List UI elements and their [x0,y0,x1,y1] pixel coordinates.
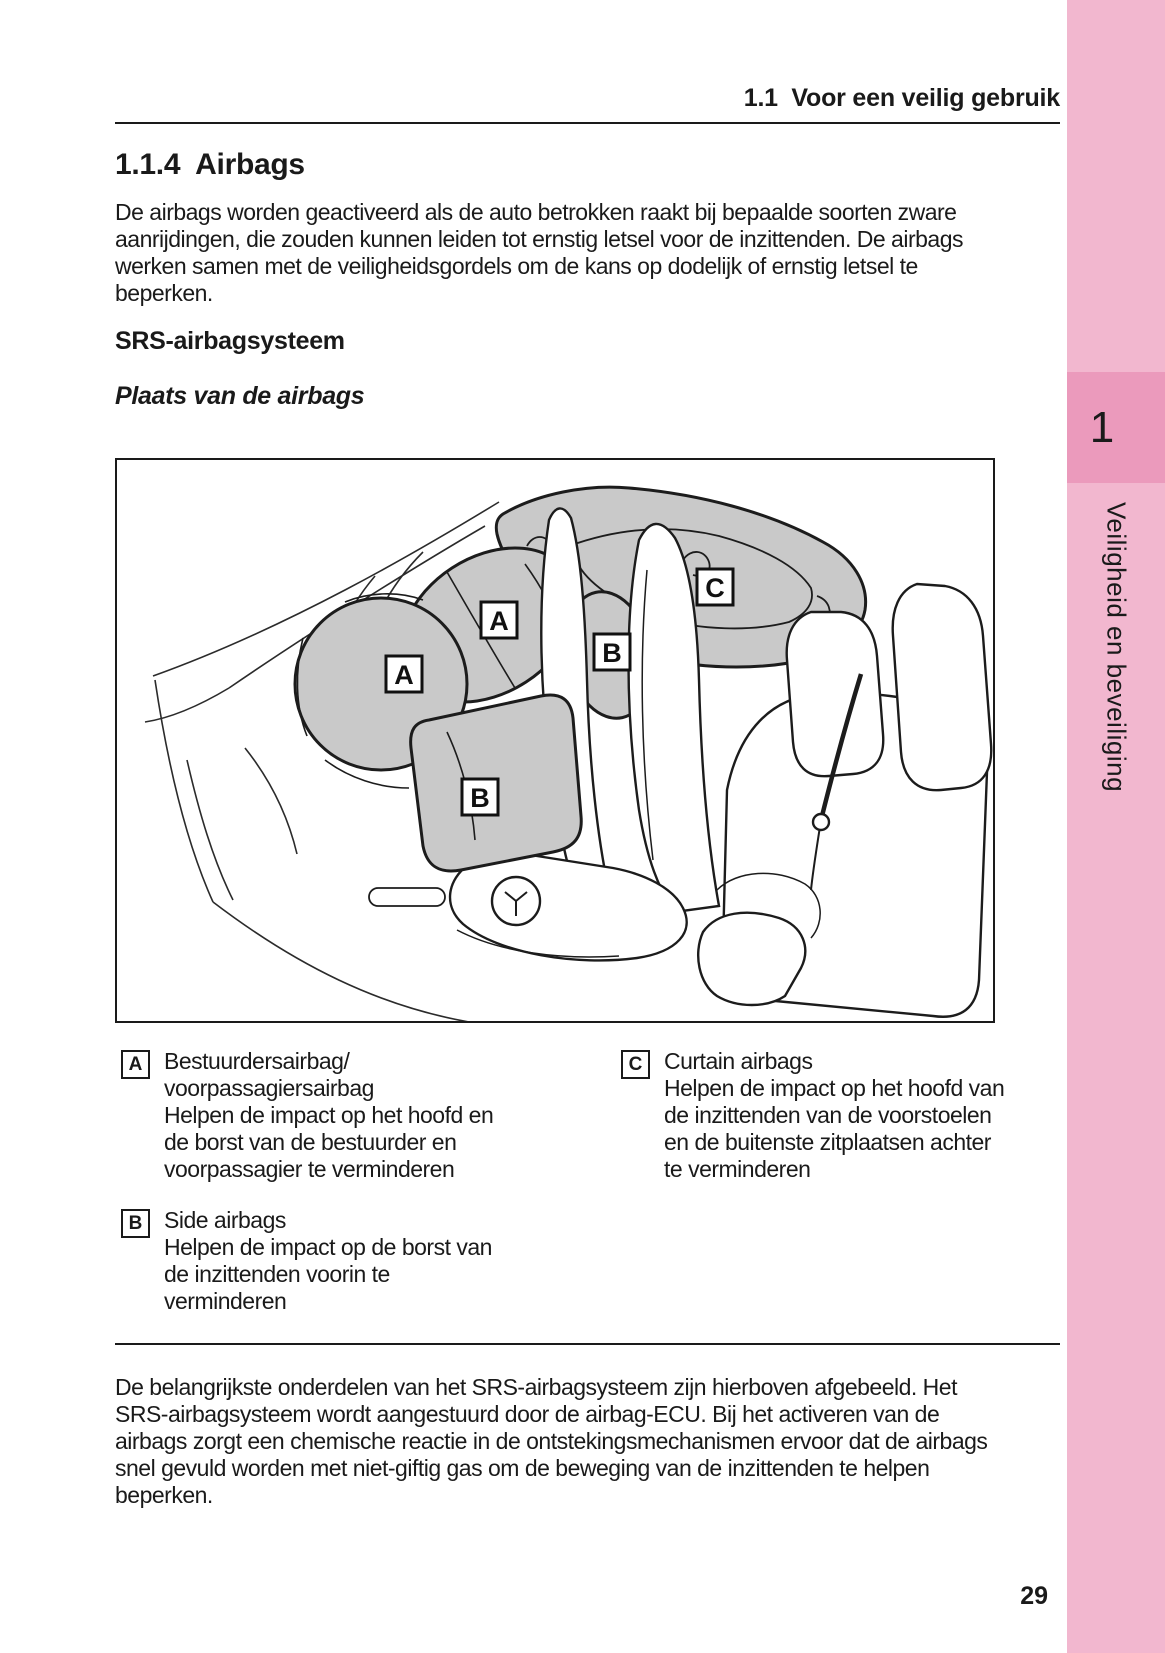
page-content: 1.1 Voor een veilig gebruik 1.1.4 Airbag… [115,0,1060,1509]
legend-item-b: B Side airbags Helpen de impact op de bo… [115,1207,615,1315]
plaats-subsection-heading: Plaats van de airbags [115,382,365,410]
label-box-curtain-airbag: C [695,567,735,607]
label-passenger: A [489,606,509,636]
legend-key-a: A [121,1050,150,1079]
label-box-driver-airbag: A [384,654,424,694]
legend-body-b: Side airbags Helpen de impact op de bors… [164,1207,516,1315]
label-box-passenger-airbag: A [479,600,519,640]
legend-body-c: Curtain airbags Helpen de impact op het … [664,1048,1008,1183]
chapter-side-tab: Veiligheid en beveiliging [1067,492,1165,792]
outro-paragraph: De belangrijkste onderdelen van het SRS-… [115,1374,988,1508]
airbag-location-figure: A A B B C [115,458,995,1023]
rear-seat [696,582,993,1018]
legend-description-c: Helpen de impact op het hoofd van de inz… [664,1075,1005,1182]
legend-description-a: Helpen de impact op het hoofd en de bors… [164,1102,494,1182]
legend-key-c: C [621,1050,650,1079]
chapter-side-label: Veiligheid en beveiliging [1101,502,1132,793]
label-box-side-airbag-upper: B [592,632,632,672]
label-side-upper: B [602,638,622,668]
label-box-side-airbag-lower: B [460,777,500,817]
legend-item-a: A Bestuurdersairbag/ voorpassagiersairba… [115,1048,615,1183]
legend-body-a: Bestuurdersairbag/ voorpassagiersairbag … [164,1048,516,1183]
chapter-number-tab: 1 [1067,372,1165,483]
rear-headrest [891,582,993,792]
header-rule [115,122,1060,124]
legend-rule [115,1343,1060,1345]
legend-title-a: Bestuurdersairbag/ voorpassagiersairbag [164,1048,374,1101]
running-header: 1.1 Voor een veilig gebruik [743,84,1060,112]
label-driver: A [394,660,414,690]
page-number: 29 [1020,1582,1048,1610]
legend-title-b: Side airbags [164,1207,286,1233]
intro-paragraph: De airbags worden geactiveerd als de aut… [115,199,964,306]
rear-headrest [785,610,885,778]
chapter-number: 1 [1089,402,1115,452]
article-title: 1.1.4 Airbags [115,148,305,181]
chapter-strip [1067,0,1165,1653]
seatbelt [810,673,864,891]
front-seat-base [368,852,688,962]
legend-title-c: Curtain airbags [664,1048,813,1074]
front-seat [627,522,721,914]
figure-legend: A Bestuurdersairbag/ voorpassagiersairba… [115,1048,1060,1339]
legend-column-left: A Bestuurdersairbag/ voorpassagiersairba… [115,1048,615,1339]
legend-item-c: C Curtain airbags Helpen de impact op he… [615,1048,1060,1183]
legend-key-b: B [121,1209,150,1238]
label-side-lower: B [470,783,490,813]
label-curtain: C [705,573,725,603]
airbag-diagram: A A B B C [144,485,993,1021]
figure-labels: A A B B C [384,567,735,817]
srs-section-heading: SRS-airbagsysteem [115,327,345,355]
legend-column-right: C Curtain airbags Helpen de impact op he… [615,1048,1060,1339]
legend-description-b: Helpen de impact op de borst van de inzi… [164,1234,492,1314]
